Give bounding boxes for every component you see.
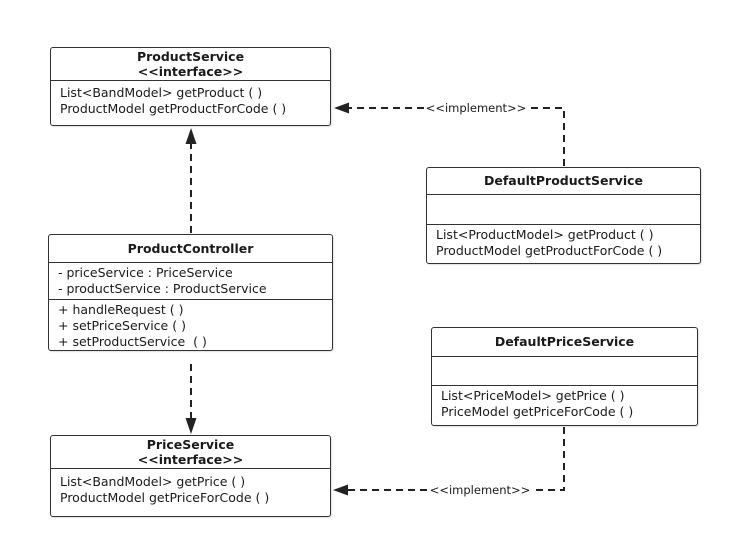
method: List<PriceModel> getPrice ( ) — [441, 388, 625, 403]
class-name: DefaultProductService — [484, 173, 643, 188]
class-header: ProductService <<interface>> — [51, 48, 330, 80]
arrow-head-icon — [185, 418, 197, 434]
class-name: PriceService — [146, 437, 235, 452]
class-stereotype: <<interface>> — [137, 64, 244, 79]
class-header: DefaultProductService — [427, 168, 700, 194]
method: + setProductService ( ) — [58, 334, 207, 349]
class-name: DefaultPriceService — [494, 334, 635, 349]
class-product-controller[interactable]: ProductController - priceService : Price… — [48, 234, 333, 351]
implement-product-service: <<implement>> — [334, 101, 565, 166]
method: ProductModel getProductForCode ( ) — [436, 243, 663, 258]
class-name: ProductService — [136, 49, 245, 64]
methods-section: List<PriceModel> getPrice ( ) PriceModel… — [432, 385, 697, 422]
class-price-service[interactable]: PriceService <<interface>> List<BandMode… — [50, 435, 331, 517]
method: ProductModel getProductForCode ( ) — [60, 101, 287, 116]
method: PriceModel getPriceForCode ( ) — [441, 404, 634, 419]
class-default-product-service[interactable]: DefaultProductService List<ProductModel>… — [426, 167, 701, 264]
class-header: DefaultPriceService — [432, 328, 697, 356]
class-header: PriceService <<interface>> — [51, 436, 330, 468]
dependency-controller-to-price-service — [185, 364, 197, 434]
class-stereotype: <<interface>> — [137, 452, 244, 467]
methods-section: List<BandModel> getProduct ( ) ProductMo… — [51, 80, 330, 119]
methods-section: List<ProductModel> getProduct ( ) Produc… — [427, 224, 700, 261]
implement-label: <<implement>> — [426, 101, 527, 115]
class-header: ProductController — [49, 235, 332, 262]
attributes-section: - priceService : PriceService - productS… — [49, 262, 332, 299]
attribute: - priceService : PriceService — [58, 265, 233, 280]
implement-label: <<implement>> — [430, 483, 531, 497]
method: List<ProductModel> getProduct ( ) — [436, 227, 654, 242]
attributes-section — [427, 194, 700, 224]
class-default-price-service[interactable]: DefaultPriceService List<PriceModel> get… — [431, 327, 698, 426]
method: ProductModel getPriceForCode ( ) — [60, 490, 270, 505]
attributes-section — [432, 356, 697, 385]
implement-price-service: <<implement>> — [333, 427, 565, 497]
class-name: ProductController — [127, 241, 254, 256]
arrow-head-icon — [185, 128, 197, 144]
method: List<BandModel> getProduct ( ) — [60, 85, 263, 100]
method: List<BandModel> getPrice ( ) — [60, 474, 246, 489]
dependency-controller-to-product-service — [185, 128, 197, 233]
method: + setPriceService ( ) — [58, 318, 186, 333]
method: + handleRequest ( ) — [58, 302, 184, 317]
class-product-service[interactable]: ProductService <<interface>> List<BandMo… — [50, 47, 331, 126]
methods-section: + handleRequest ( ) + setPriceService ( … — [49, 299, 332, 352]
arrow-head-icon — [333, 484, 348, 496]
methods-section: List<BandModel> getPrice ( ) ProductMode… — [51, 468, 330, 508]
arrow-head-icon — [334, 102, 349, 114]
attribute: - productService : ProductService — [58, 281, 267, 296]
